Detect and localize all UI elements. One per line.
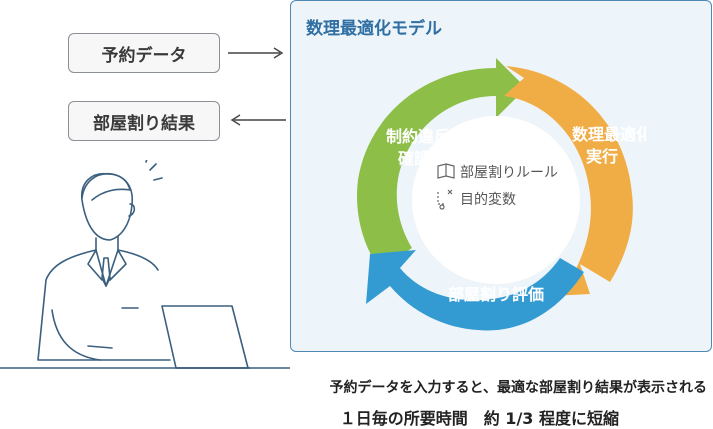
book-icon [437,163,455,179]
segment-label-optimization-line1: 数理最適化 [572,125,646,144]
cycle-diagram: 制約違反 確認 数理最適化 実行 部屋割り評価 部屋割りルール 目的変数 [356,58,646,331]
segment-label-optimization-line2: 実行 [586,147,618,166]
segment-room-evaluation [366,250,584,331]
arrow-right-icon [228,47,284,59]
segment-label-constraint-line2: 確認 [398,149,430,168]
segment-label-constraint-line1: 制約違反 [386,127,450,146]
arrow-left-icon [230,114,286,126]
panel-title: 数理最適化モデル [306,19,442,39]
segment-constraint-check [356,58,526,270]
segment-optimization-run [504,66,633,296]
room-assignment-result-box: 部屋割り結果 [68,101,220,141]
segment-label-evaluation: 部屋割り評価 [448,285,544,304]
center-item-rules: 部屋割りルール [460,164,558,181]
caption-time-reduction: １日毎の所要時間 約 1/3 程度に短縮 [339,409,619,428]
variable-icon [437,189,453,210]
caption-description: 予約データを入力すると、最適な部屋割り結果が表示される [329,380,707,396]
reservation-data-box: 予約データ [68,33,220,73]
person-illustration [0,160,290,369]
center-item-objective: 目的変数 [460,191,516,208]
